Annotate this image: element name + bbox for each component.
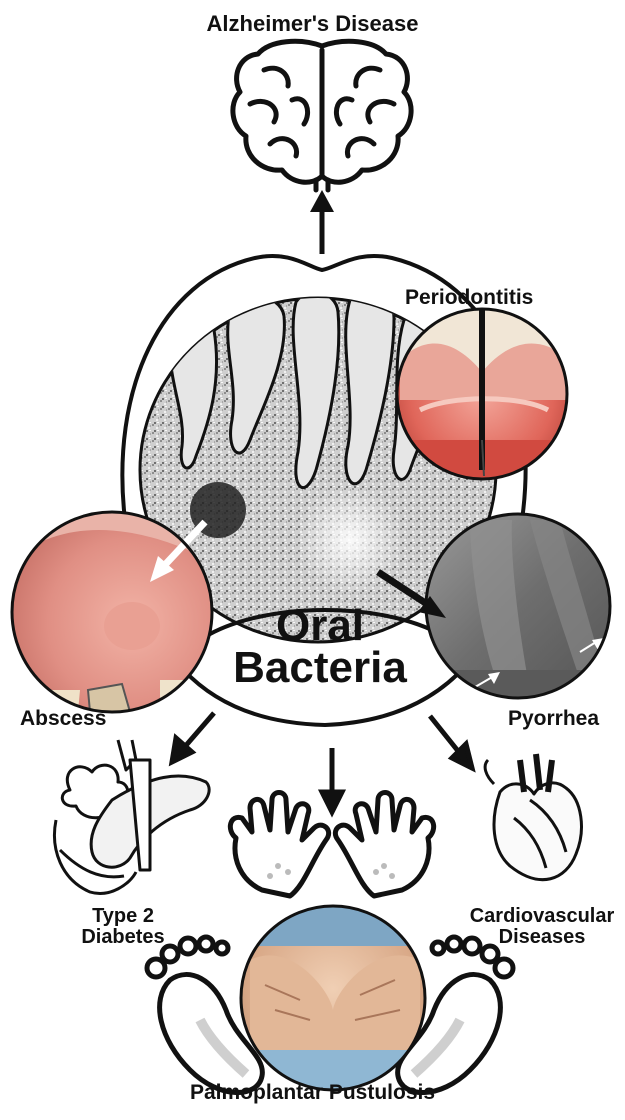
center-title: Oral Bacteria xyxy=(210,605,430,689)
arrow-icon xyxy=(310,190,334,254)
pyorrhea-xray xyxy=(426,514,616,710)
cardio-label: Cardiovascular Diseases xyxy=(462,906,622,948)
periodontitis-label: Periodontitis xyxy=(405,287,533,309)
diabetes-label: Type 2 Diabetes xyxy=(58,906,188,948)
pyorrhea-label: Pyorrhea xyxy=(508,708,599,730)
diabetes-label-line2: Diabetes xyxy=(58,927,188,948)
abscess-photo xyxy=(12,512,212,712)
hand-icon xyxy=(230,793,328,897)
center-title-line1: Oral xyxy=(210,605,430,647)
pancreas-icon xyxy=(54,740,209,893)
arrow-icon xyxy=(172,713,472,812)
heart-icon xyxy=(485,754,581,880)
hand-icon xyxy=(335,793,433,897)
abscess-label: Abscess xyxy=(20,708,106,730)
cardio-label-line2: Diseases xyxy=(462,927,622,948)
center-title-line2: Bacteria xyxy=(210,647,430,689)
cardio-label-line1: Cardiovascular xyxy=(462,906,622,927)
diabetes-label-line1: Type 2 xyxy=(58,906,188,927)
alzheimers-label: Alzheimer's Disease xyxy=(0,12,625,35)
palmoplantar-label: Palmoplantar Pustulosis xyxy=(0,1082,625,1104)
brain-icon xyxy=(233,41,411,190)
